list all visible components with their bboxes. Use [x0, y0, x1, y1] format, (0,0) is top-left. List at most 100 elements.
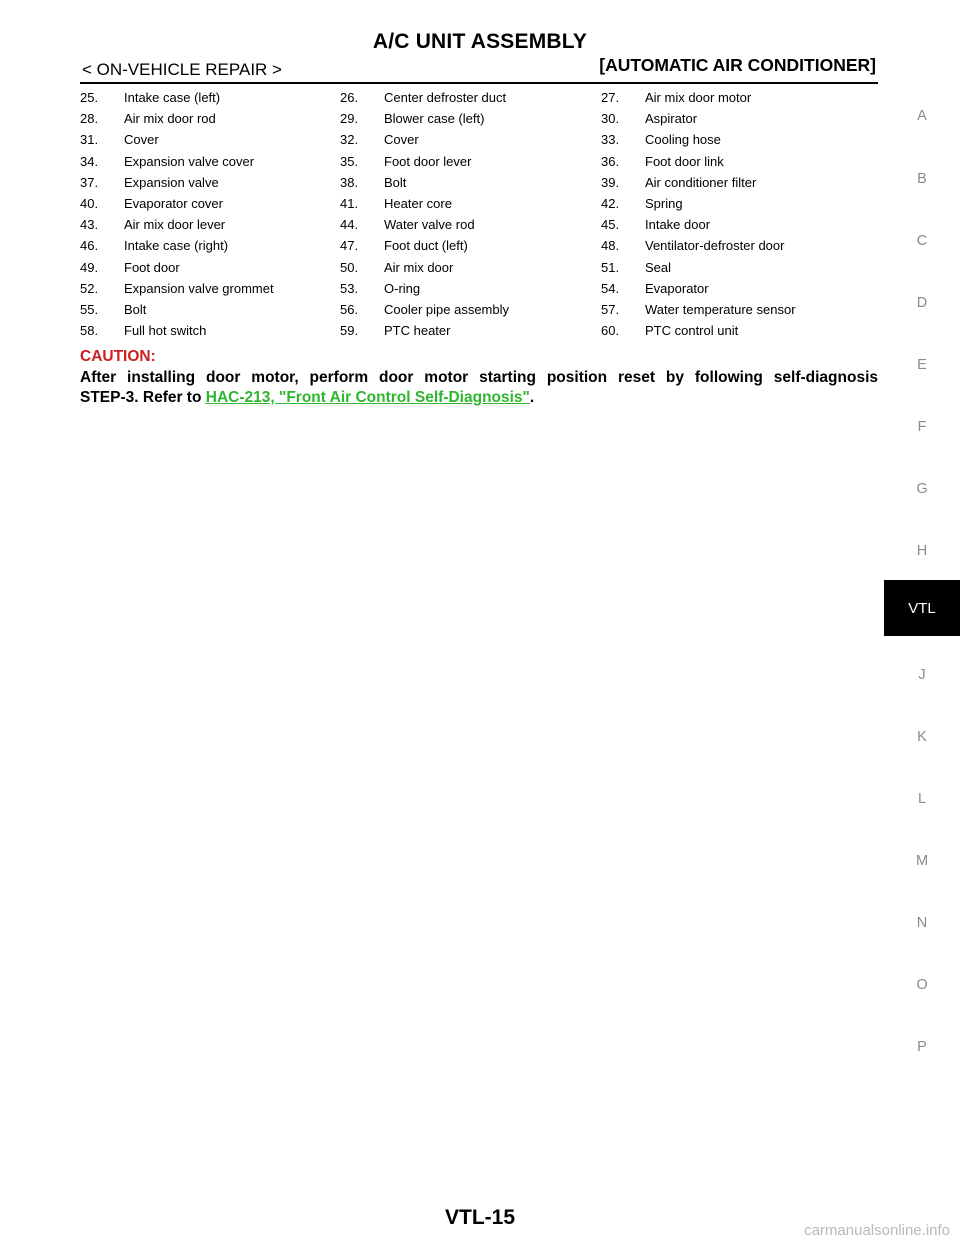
- part-entry: 26.Center defroster duct: [340, 90, 601, 105]
- part-name: Foot door: [124, 259, 180, 275]
- part-entry: 46.Intake case (right): [80, 238, 340, 253]
- index-tab-m[interactable]: M: [915, 853, 929, 869]
- index-tab-g[interactable]: G: [916, 481, 928, 497]
- part-name: Heater core: [384, 196, 452, 212]
- part-name: Center defroster duct: [384, 90, 507, 106]
- part-entry: 25.Intake case (left): [80, 90, 340, 105]
- part-name: Aspirator: [645, 111, 698, 127]
- index-tab-h[interactable]: H: [916, 543, 928, 559]
- part-entry: 38.Bolt: [340, 175, 601, 190]
- part-entry: 60.PTC control unit: [601, 323, 861, 338]
- part-number: 59.: [340, 323, 359, 339]
- index-tab-e[interactable]: E: [917, 357, 927, 373]
- part-entry: 59.PTC heater: [340, 323, 601, 338]
- part-entry: 34.Expansion valve cover: [80, 154, 340, 169]
- cross-reference-link[interactable]: HAC-213, "Front Air Control Self-Diagnos…: [205, 389, 530, 406]
- part-number: 31.: [80, 132, 99, 148]
- part-number: 32.: [340, 132, 359, 148]
- part-name: Evaporator cover: [124, 196, 223, 212]
- part-name: Air mix door rod: [124, 111, 216, 127]
- part-name: Cover: [384, 132, 419, 148]
- section-label: < ON-VEHICLE REPAIR >: [82, 60, 282, 79]
- index-tab-a[interactable]: A: [917, 108, 927, 124]
- part-entry: 51. Seal: [601, 260, 861, 275]
- part-entry: 35.Foot door lever: [340, 154, 601, 169]
- part-number: 58.: [80, 323, 99, 339]
- index-tab-active[interactable]: VTL: [884, 580, 960, 636]
- part-number: 55.: [80, 301, 99, 317]
- part-number: 45.: [601, 217, 620, 233]
- part-name: Cover: [124, 132, 159, 148]
- part-number: 29.: [340, 111, 359, 127]
- part-name: O-ring: [384, 280, 421, 296]
- index-tab-p[interactable]: P: [917, 1039, 927, 1055]
- part-entry: 57.Water temperature sensor: [601, 302, 861, 317]
- part-entry: 28.Air mix door rod: [80, 111, 340, 126]
- part-number: 50.: [340, 259, 359, 275]
- index-tab-k[interactable]: K: [917, 729, 927, 745]
- part-name: Seal: [645, 259, 672, 275]
- part-entry: 37. Expansion valve: [80, 175, 340, 190]
- page-number: VTL-15: [444, 1206, 515, 1229]
- index-tab-o[interactable]: O: [916, 977, 928, 993]
- watermark: carmanualsonline.info: [804, 1222, 950, 1239]
- index-tab-c[interactable]: C: [916, 233, 928, 249]
- caution-text: After installing door motor, perform doo…: [80, 368, 878, 408]
- caution-line-2-prefix: STEP-3. Refer to: [80, 389, 206, 406]
- part-name: PTC control unit: [645, 323, 739, 339]
- part-number: 52.: [80, 280, 99, 296]
- part-name: Foot door link: [645, 153, 724, 169]
- part-name: Evaporator: [645, 280, 709, 296]
- index-tab-l[interactable]: L: [917, 791, 927, 807]
- part-name: Expansion valve grommet: [124, 280, 274, 296]
- parts-row: 46.Intake case (right)47.Foot duct (left…: [80, 235, 880, 256]
- part-number: 53.: [340, 280, 359, 296]
- part-entry: 43.Air mix door lever: [80, 217, 340, 232]
- part-number: 34.: [80, 153, 99, 169]
- part-name: Intake door: [645, 217, 711, 233]
- part-entry: 55. Bolt: [80, 302, 340, 317]
- part-name: Air mix door lever: [124, 217, 226, 233]
- part-number: 37.: [80, 174, 99, 190]
- part-name: Blower case (left): [384, 111, 485, 127]
- page-title: A/C UNIT ASSEMBLY: [372, 30, 588, 53]
- part-number: 51.: [601, 259, 620, 275]
- parts-legend-table: 25.Intake case (left)26.Center defroster…: [80, 87, 880, 341]
- part-name: Ventilator-defroster door: [645, 238, 785, 254]
- part-name: Air mix door: [384, 259, 454, 275]
- part-entry: 30.Aspirator: [601, 111, 861, 126]
- parts-row: 25.Intake case (left)26.Center defroster…: [80, 87, 880, 108]
- parts-row: 52. Expansion valve grommet 53. O-ring 54.Ev…: [80, 278, 880, 299]
- part-name: Expansion valve: [124, 174, 219, 190]
- part-number: 39.: [601, 174, 620, 190]
- part-entry: 54.Evaporator: [601, 281, 861, 296]
- part-entry: 44.Water valve rod: [340, 217, 601, 232]
- part-number: 57.: [601, 301, 620, 317]
- index-tab-b[interactable]: B: [917, 171, 927, 187]
- part-name: Foot door lever: [384, 153, 472, 169]
- part-entry: 47.Foot duct (left): [340, 238, 601, 253]
- part-name: Air conditioner filter: [645, 174, 757, 190]
- caution-heading: CAUTION:: [80, 348, 156, 365]
- part-name: Cooler pipe assembly: [384, 301, 510, 317]
- index-tab-n[interactable]: N: [916, 915, 928, 931]
- part-entry: 31. Cover: [80, 132, 340, 147]
- part-number: 46.: [80, 238, 99, 254]
- index-tab-d[interactable]: D: [916, 295, 928, 311]
- part-number: 48.: [601, 238, 620, 254]
- part-entry: 56.Cooler pipe assembly: [340, 302, 601, 317]
- part-number: 40.: [80, 196, 99, 212]
- part-name: Bolt: [124, 301, 147, 317]
- index-tab-j[interactable]: J: [918, 667, 926, 683]
- part-number: 41.: [340, 196, 359, 212]
- part-entry: 39. Air conditioner filter: [601, 175, 861, 190]
- part-entry: 42.Spring: [601, 196, 861, 211]
- index-tab-f[interactable]: F: [917, 419, 927, 435]
